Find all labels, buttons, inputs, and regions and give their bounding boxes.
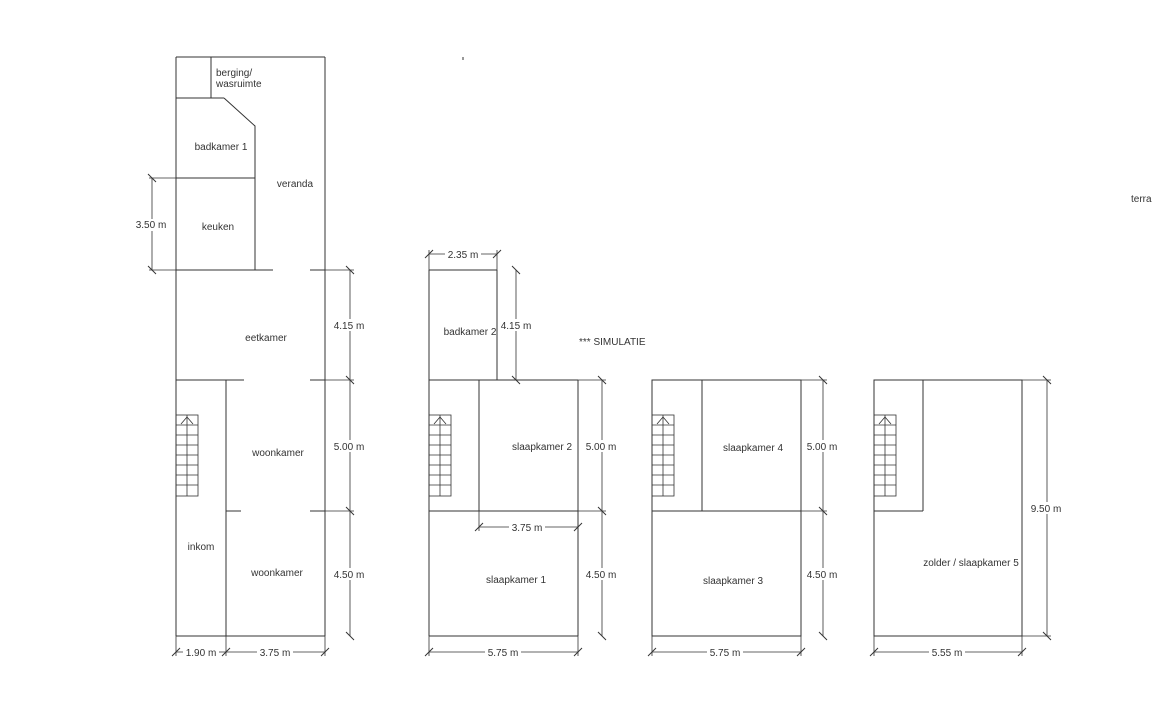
dimension-label: 5.00 m bbox=[586, 442, 617, 453]
room-label-badkamer-2: badkamer 2 bbox=[444, 327, 497, 338]
wall bbox=[873, 379, 1023, 637]
ground-floor: berging/ wasruimte badkamer 1 veranda ke… bbox=[133, 56, 368, 659]
dimension-label: 5.75 m bbox=[710, 648, 741, 659]
dimension-label: 4.15 m bbox=[334, 321, 365, 332]
dimension-label: 4.15 m bbox=[501, 321, 532, 332]
stair-arrow bbox=[656, 416, 670, 425]
room-label-keuken: keuken bbox=[202, 222, 234, 233]
dimension-second-bottom: 5.75 m bbox=[647, 636, 806, 659]
room-label-inkom: inkom bbox=[188, 542, 215, 553]
first-floor: badkamer 2 slaapkamer 2 slaapkamer 1 2.3… bbox=[424, 248, 620, 659]
dimension-zolder-height: 9.50 m bbox=[1022, 375, 1065, 641]
attic-floor: zolder / slaapkamer 5 9.50 m 5.55 m bbox=[869, 375, 1065, 659]
room-label-woonkamer-bottom: woonkamer bbox=[250, 568, 303, 579]
stairs bbox=[175, 414, 199, 497]
dimension-slaap2-width: 3.75 m bbox=[474, 511, 583, 534]
room-label-berging: berging/ bbox=[216, 68, 252, 79]
dimension-label: 4.50 m bbox=[807, 570, 838, 581]
dimension-label: 4.50 m bbox=[586, 570, 617, 581]
room-label-zolder: zolder / slaapkamer 5 bbox=[923, 558, 1019, 569]
room-label-woonkamer-top: woonkamer bbox=[251, 448, 304, 459]
wall bbox=[651, 379, 802, 637]
dimension-first-right: 5.00 m 4.50 m bbox=[578, 375, 620, 641]
dimension-badkamer2-width: 2.35 m bbox=[424, 248, 502, 270]
stairs bbox=[651, 414, 675, 497]
stair-arrow bbox=[878, 416, 892, 425]
stairs bbox=[873, 414, 897, 497]
dimension-second-right: 5.00 m 4.50 m bbox=[801, 375, 841, 641]
dimension-first-bottom: 5.75 m bbox=[424, 636, 583, 659]
room-label-slaapkamer-4: slaapkamer 4 bbox=[723, 443, 783, 454]
stair-arrow bbox=[433, 416, 447, 425]
dimension-label: 5.00 m bbox=[807, 442, 838, 453]
dimension-keuken-height: 3.50 m bbox=[133, 173, 176, 275]
stair-arrow bbox=[180, 416, 194, 425]
stairs bbox=[428, 414, 452, 497]
room-label-eetkamer: eetkamer bbox=[245, 333, 287, 344]
dimension-ground-right: 4.15 m 5.00 m 4.50 m bbox=[325, 265, 368, 641]
room-label-slaapkamer-1: slaapkamer 1 bbox=[486, 575, 546, 586]
room-label-veranda: veranda bbox=[277, 179, 314, 190]
wall bbox=[223, 97, 256, 270]
dimension-label: 5.00 m bbox=[334, 442, 365, 453]
dimension-label: 4.50 m bbox=[334, 570, 365, 581]
dimension-zolder-width: 5.55 m bbox=[869, 636, 1027, 659]
dimension-label: 2.35 m bbox=[448, 250, 479, 261]
dimension-label: 9.50 m bbox=[1031, 504, 1062, 515]
room-label-badkamer-1: badkamer 1 bbox=[195, 142, 248, 153]
simulation-note: *** SIMULATIE bbox=[579, 337, 646, 348]
dimension-label: 1.90 m bbox=[186, 648, 217, 659]
dimension-ground-bottom: 1.90 m 3.75 m bbox=[171, 636, 330, 659]
dimension-label: 3.50 m bbox=[136, 220, 167, 231]
room-label-wasruimte: wasruimte bbox=[215, 79, 262, 90]
room-label-slaapkamer-3: slaapkamer 3 bbox=[703, 576, 763, 587]
dimension-badkamer2-height: 4.15 m bbox=[499, 265, 533, 385]
dimension-label: 3.75 m bbox=[512, 523, 543, 534]
dimension-label: 3.75 m bbox=[260, 648, 291, 659]
dimension-label: 5.55 m bbox=[932, 648, 963, 659]
dimension-label: 5.75 m bbox=[488, 648, 519, 659]
second-floor: slaapkamer 4 slaapkamer 3 5.00 m 4.50 m … bbox=[647, 375, 841, 659]
room-label-slaapkamer-2: slaapkamer 2 bbox=[512, 442, 572, 453]
room-label-terras: terra bbox=[1131, 194, 1152, 205]
